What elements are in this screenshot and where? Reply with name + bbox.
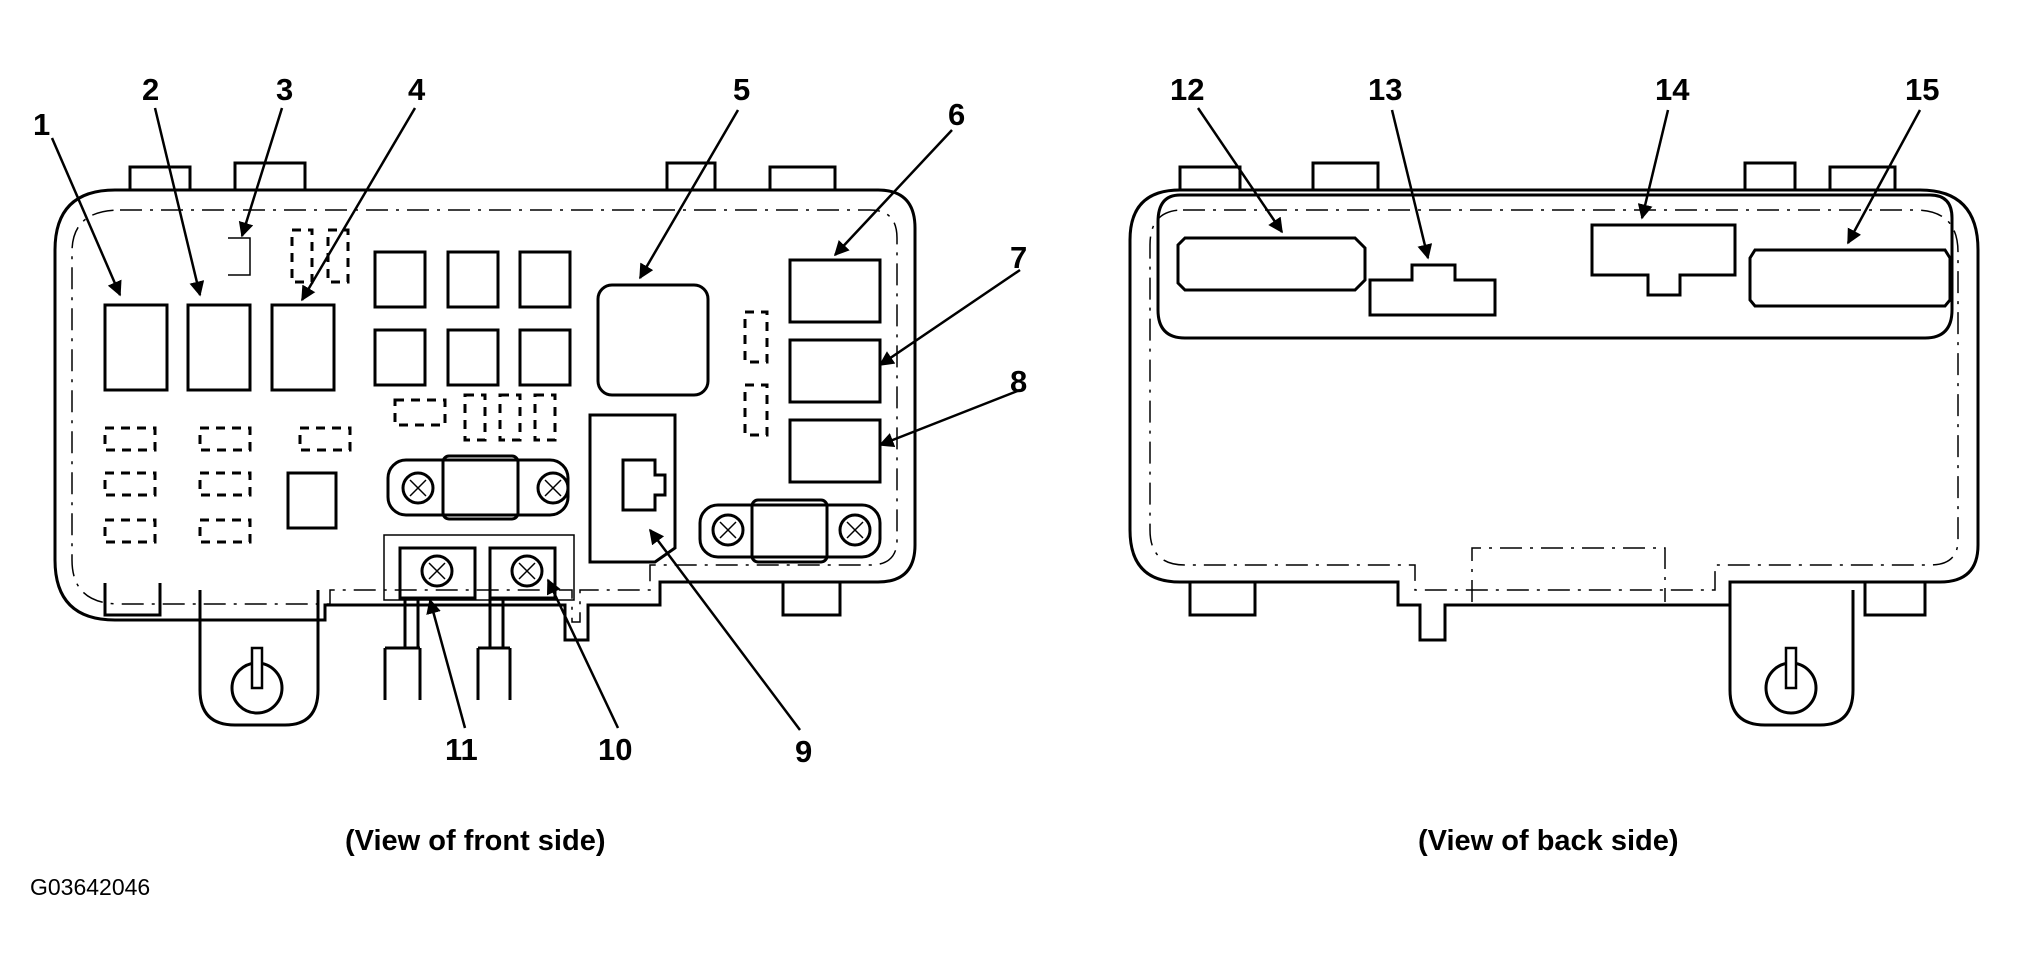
callout-3: 3	[276, 72, 293, 107]
callout-2: 2	[142, 72, 159, 107]
caption-front-side: (View of front side)	[345, 825, 605, 857]
callout-8: 8	[1010, 364, 1027, 399]
callout-14: 14	[1655, 72, 1690, 107]
callout-1: 1	[33, 107, 50, 142]
callout-10: 10	[598, 732, 632, 767]
front-view	[53, 161, 917, 727]
figure-id: G03642046	[30, 874, 150, 900]
callout-13: 13	[1368, 72, 1402, 107]
callout-5: 5	[733, 72, 750, 107]
leader-lines	[50, 107, 1922, 731]
callout-7: 7	[1010, 240, 1027, 275]
callout-labels: 1 2 3 4 5 6 7 8 9 10 11 12 13 14 15	[33, 72, 1939, 769]
back-view	[1128, 161, 1980, 727]
callout-9: 9	[795, 734, 812, 769]
callout-4: 4	[408, 72, 426, 107]
callout-11: 11	[445, 732, 478, 767]
caption-back-side: (View of back side)	[1418, 825, 1679, 857]
callout-6: 6	[948, 97, 965, 132]
callout-12: 12	[1170, 72, 1204, 107]
callout-15: 15	[1905, 72, 1939, 107]
